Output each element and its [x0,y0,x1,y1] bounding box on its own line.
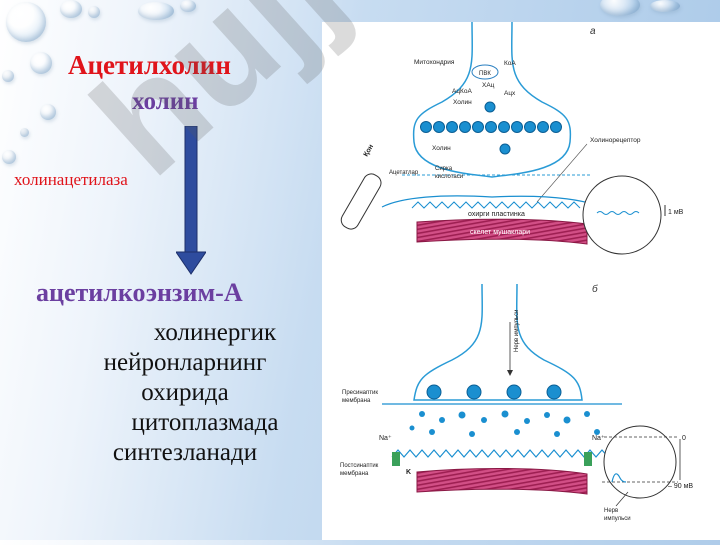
description-line: цитоплазмада [131,409,279,436]
pvk-label: ПВК [479,71,491,77]
zero-mv-label: 0 [682,435,686,442]
acetylcholine-title: Ацетилхолин [68,50,231,80]
action-potential-trace [611,473,627,483]
receptor-channel-right [584,452,592,466]
water-drop [6,2,46,42]
water-drop [2,150,16,164]
postsynaptic-label-2: мембрана [340,471,369,477]
description-line: синтезланади [112,439,258,466]
vesicle-row-b [426,384,562,400]
choline-subtitle: холин [132,88,199,115]
skeletal-muscle-a [416,218,588,245]
sodium-left-label: Na⁺ [379,435,392,442]
water-drop [180,0,196,12]
water-drop [20,128,29,137]
water-drop [2,70,14,82]
water-drop [88,6,100,18]
choline-label-1: Холин [453,99,472,106]
mitochondria-shape [471,64,499,80]
hac-label: ХАц [482,82,495,89]
skeletal-muscle-label: скелет мушаклари [470,229,530,236]
description-line: холинергик [153,319,277,346]
postsynaptic-label-1: Постсинаптик [340,463,379,469]
water-drop [40,104,56,120]
postsynaptic-folds [391,449,609,458]
panel-b-label: б [592,283,598,295]
enzyme-label: холинацетилаза [14,170,128,189]
synapse-diagram-panel: а Митохондрия ПВК КоА ХАц АцКоА Ацх Холи… [322,21,720,540]
mitochondria-label: Митохондрия [414,59,455,66]
mepp-trace [596,211,640,215]
water-drop [650,0,680,12]
description-line: охирида [141,379,229,406]
presynaptic-label-2: мембрана [342,398,371,404]
cholinoreceptor-label: Холинорецептор [590,137,641,144]
presynaptic-label-1: Пресинаптик [342,390,378,396]
koa-label: КоА [504,60,516,67]
nerve-terminal-a [412,21,572,178]
water-drop [60,0,82,18]
skeletal-muscle-b [416,467,588,495]
nerve-impulse-top-label: Нерв импульси [514,310,520,352]
water-drop [138,2,174,20]
nerve-terminal-b [413,283,583,401]
potential-scale-label: 1 мВ [668,209,684,216]
ach-label: Ацх [504,90,516,97]
vesicle-row-a [420,101,562,155]
vessel-label: Қон [363,143,375,158]
released-acetylcholine [409,410,600,437]
water-drop [30,52,52,74]
description-line: нейронларнинг [103,349,267,376]
acetyl-coa-diagram-label: АцКоА [452,88,472,95]
panel-a-label: а [590,26,596,37]
down-arrow-icon [175,125,207,276]
choline-label-2: Холин [432,145,451,152]
synthesis-description: холинергик нейронларнинг охирида цитопла… [60,318,310,468]
acetic-acid-label-1: Сирка [435,166,453,172]
receptor-channel-left [392,452,400,466]
potassium-left-label: K [406,469,411,476]
acetyl-coa-label: ацетилкоэнзим-А [36,278,243,307]
water-drop [600,0,640,16]
resting-potential-label: – 90 мВ [668,483,693,490]
sodium-right-label: Na⁺ [592,435,605,442]
end-plate-folds [411,201,581,209]
acetic-acid-label-2: кислотаси [435,174,463,180]
synapse-diagram: а Митохондрия ПВК КоА ХАц АцКоА Ацх Холи… [340,21,693,522]
blood-vessel: Қон [340,143,382,230]
nerve-impulse-bottom-label-1: Нерв [604,508,618,514]
nerve-impulse-bottom-label-2: импульси [604,516,631,522]
acetate-label: Ацетатлар [389,170,419,176]
end-plate-label: охирги пластинка [468,211,525,218]
potential-recording-a [582,175,662,255]
